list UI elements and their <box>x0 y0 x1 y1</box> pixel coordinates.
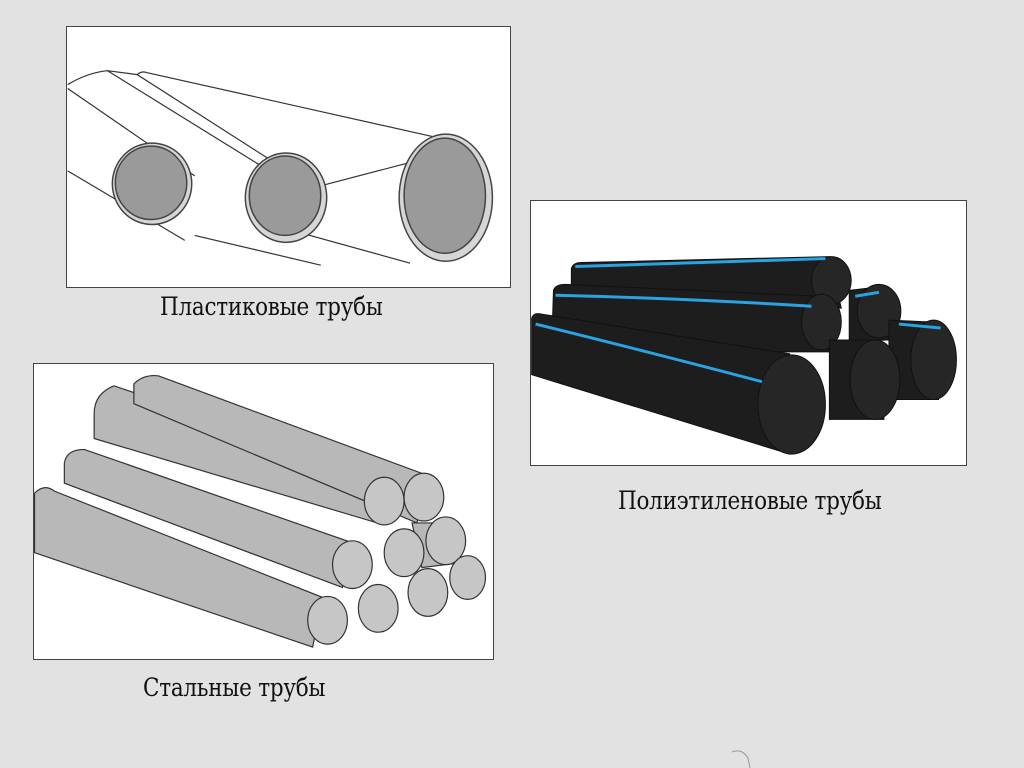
plastic-pipes-drawing <box>67 70 494 266</box>
caption-steel-pipes: Стальные трубы <box>143 673 326 702</box>
plastic-pipes-illustration <box>66 26 511 288</box>
polyethylene-pipes-drawing <box>531 256 957 455</box>
pencil-scribble <box>731 750 751 768</box>
steel-pipes-drawing <box>34 375 487 648</box>
caption-plastic-pipes: Пластиковые трубы <box>160 292 383 321</box>
steel-pipes-illustration <box>33 363 494 660</box>
polyethylene-pipes-illustration <box>530 200 967 466</box>
caption-polyethylene-pipes: Полиэтиленовые трубы <box>618 486 882 515</box>
